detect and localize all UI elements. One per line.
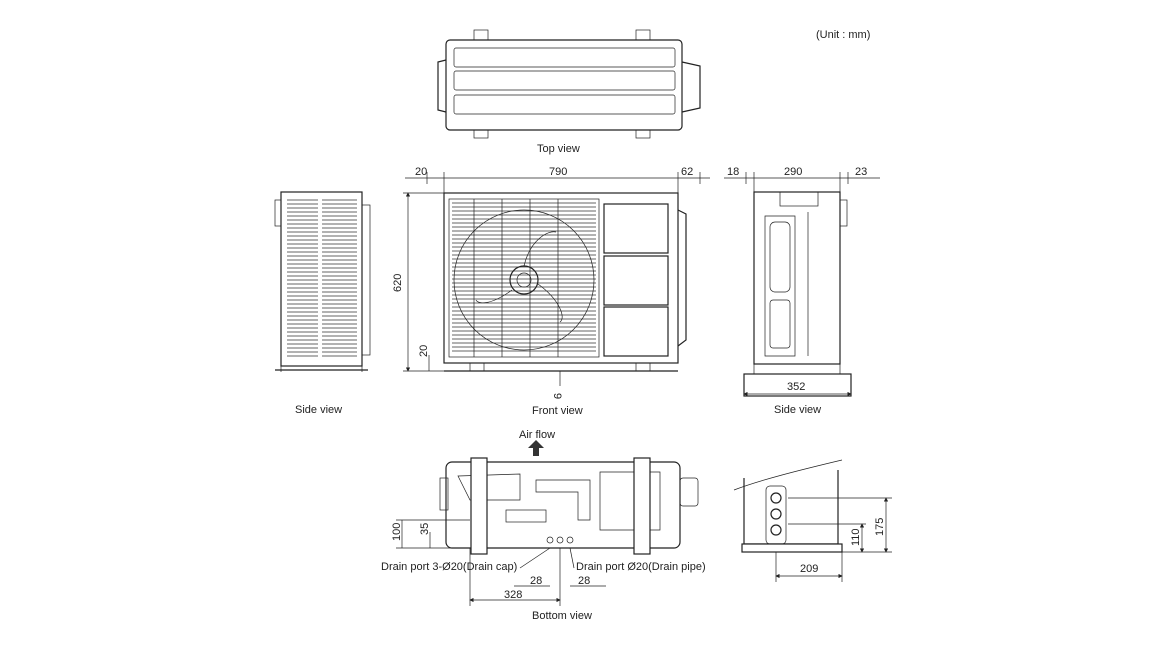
side-dim-right-offset: 23 bbox=[855, 166, 867, 178]
front-dim-foot-height: 20 bbox=[418, 345, 430, 357]
bottom-dim-h1: 100 bbox=[391, 523, 403, 541]
front-dim-width: 790 bbox=[549, 166, 567, 178]
detail-dim-h-inner: 110 bbox=[850, 528, 862, 546]
bottom-dim-h2: 35 bbox=[419, 523, 431, 535]
side-dim-base-depth: 352 bbox=[787, 381, 805, 393]
front-dim-height: 620 bbox=[392, 274, 404, 292]
front-dim-foot-offset: 9 bbox=[551, 393, 563, 399]
top-view bbox=[437, 29, 701, 139]
detail-dim-width: 209 bbox=[800, 563, 818, 575]
base-detail-view bbox=[733, 459, 892, 582]
drain-pipe-label: Drain port Ø20(Drain pipe) bbox=[576, 561, 706, 573]
air-flow-arrow-icon bbox=[528, 440, 544, 456]
bottom-dimensions bbox=[396, 519, 606, 606]
bottom-view-label: Bottom view bbox=[532, 610, 592, 622]
left-side-view-label: Side view bbox=[295, 404, 342, 416]
left-side-view bbox=[274, 191, 371, 372]
front-dim-left-offset: 20 bbox=[415, 166, 427, 178]
bottom-view bbox=[439, 440, 699, 555]
right-side-view-label: Side view bbox=[774, 404, 821, 416]
side-dim-depth: 290 bbox=[784, 166, 802, 178]
front-view bbox=[443, 192, 687, 372]
bottom-dim-span: 328 bbox=[504, 589, 522, 601]
air-flow-label: Air flow bbox=[519, 429, 555, 441]
front-view-label: Front view bbox=[532, 405, 583, 417]
drain-cap-label: Drain port 3-Ø20(Drain cap) bbox=[381, 561, 517, 573]
unit-label: (Unit : mm) bbox=[816, 29, 870, 41]
bottom-dim-gap-left: 28 bbox=[530, 575, 542, 587]
top-view-label: Top view bbox=[537, 143, 580, 155]
detail-dim-h-outer: 175 bbox=[874, 518, 886, 536]
side-dimensions bbox=[724, 172, 880, 397]
side-dim-left-offset: 18 bbox=[727, 166, 739, 178]
right-side-view bbox=[743, 191, 852, 397]
front-dim-right-offset: 62 bbox=[681, 166, 693, 178]
bottom-dim-gap-right: 28 bbox=[578, 575, 590, 587]
front-dimensions bbox=[403, 172, 710, 386]
